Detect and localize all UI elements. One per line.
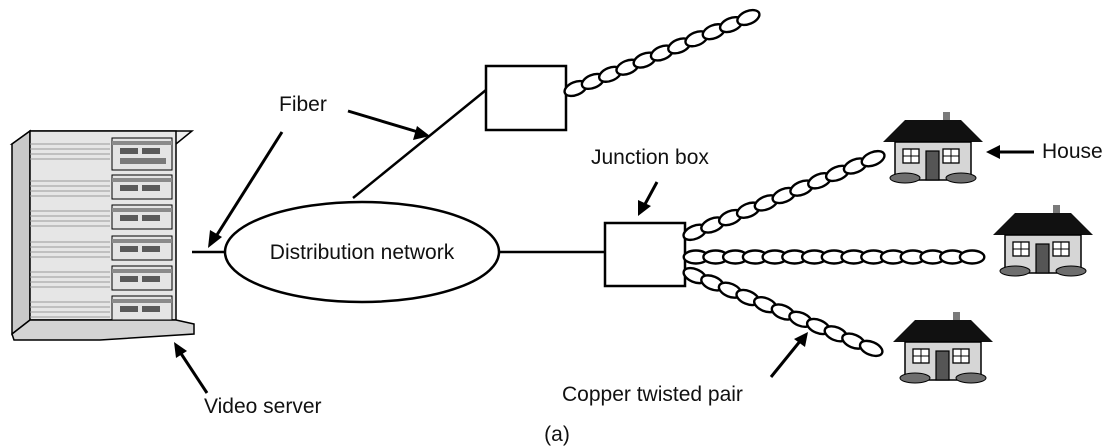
house-3-icon [893,312,993,384]
server-unit [30,137,173,171]
fiber-label: Fiber [279,93,327,116]
twisted-pair-link [958,249,986,265]
server-unit [30,265,173,291]
fiber-arrow-2 [347,109,430,140]
house-2-twisted-pair [682,249,986,265]
twisted-pair-link [736,8,761,27]
server-unit [30,295,173,321]
copper-twisted-pair-arrow [769,332,808,378]
copper-twisted-pairs [563,8,986,358]
upper-twisted-pair [563,8,761,98]
upper-junction-box [484,64,568,132]
server-units [30,137,173,321]
video-server-label: Video server [204,395,322,418]
twisted-pair-link [860,149,886,168]
house-label: House [1042,140,1103,163]
video-server-arrow [174,342,209,394]
distribution-network-ellipse [223,200,501,304]
house-3-twisted-pair [682,266,884,358]
house-1-icon [883,112,983,184]
house-arrow [986,145,1034,159]
fiber-arrow-1 [208,131,284,248]
twisted-pair-link [858,339,884,358]
junction-box-arrow [638,181,659,216]
copper-twisted-pair-label: Copper twisted pair [562,383,743,406]
server-unit [30,235,173,261]
house-2-icon [993,205,1093,277]
server-unit [30,174,173,200]
server-unit [30,204,173,230]
distribution-network-label: Distribution network [270,241,455,264]
houses [883,112,1093,384]
video-server-rack-icon [9,129,195,341]
network-to-upper-box-fiber [352,89,487,199]
junction-box-label: Junction box [591,146,709,169]
house-1-twisted-pair [682,149,886,242]
caption-label: (a) [544,423,570,446]
junction-box [603,221,687,288]
